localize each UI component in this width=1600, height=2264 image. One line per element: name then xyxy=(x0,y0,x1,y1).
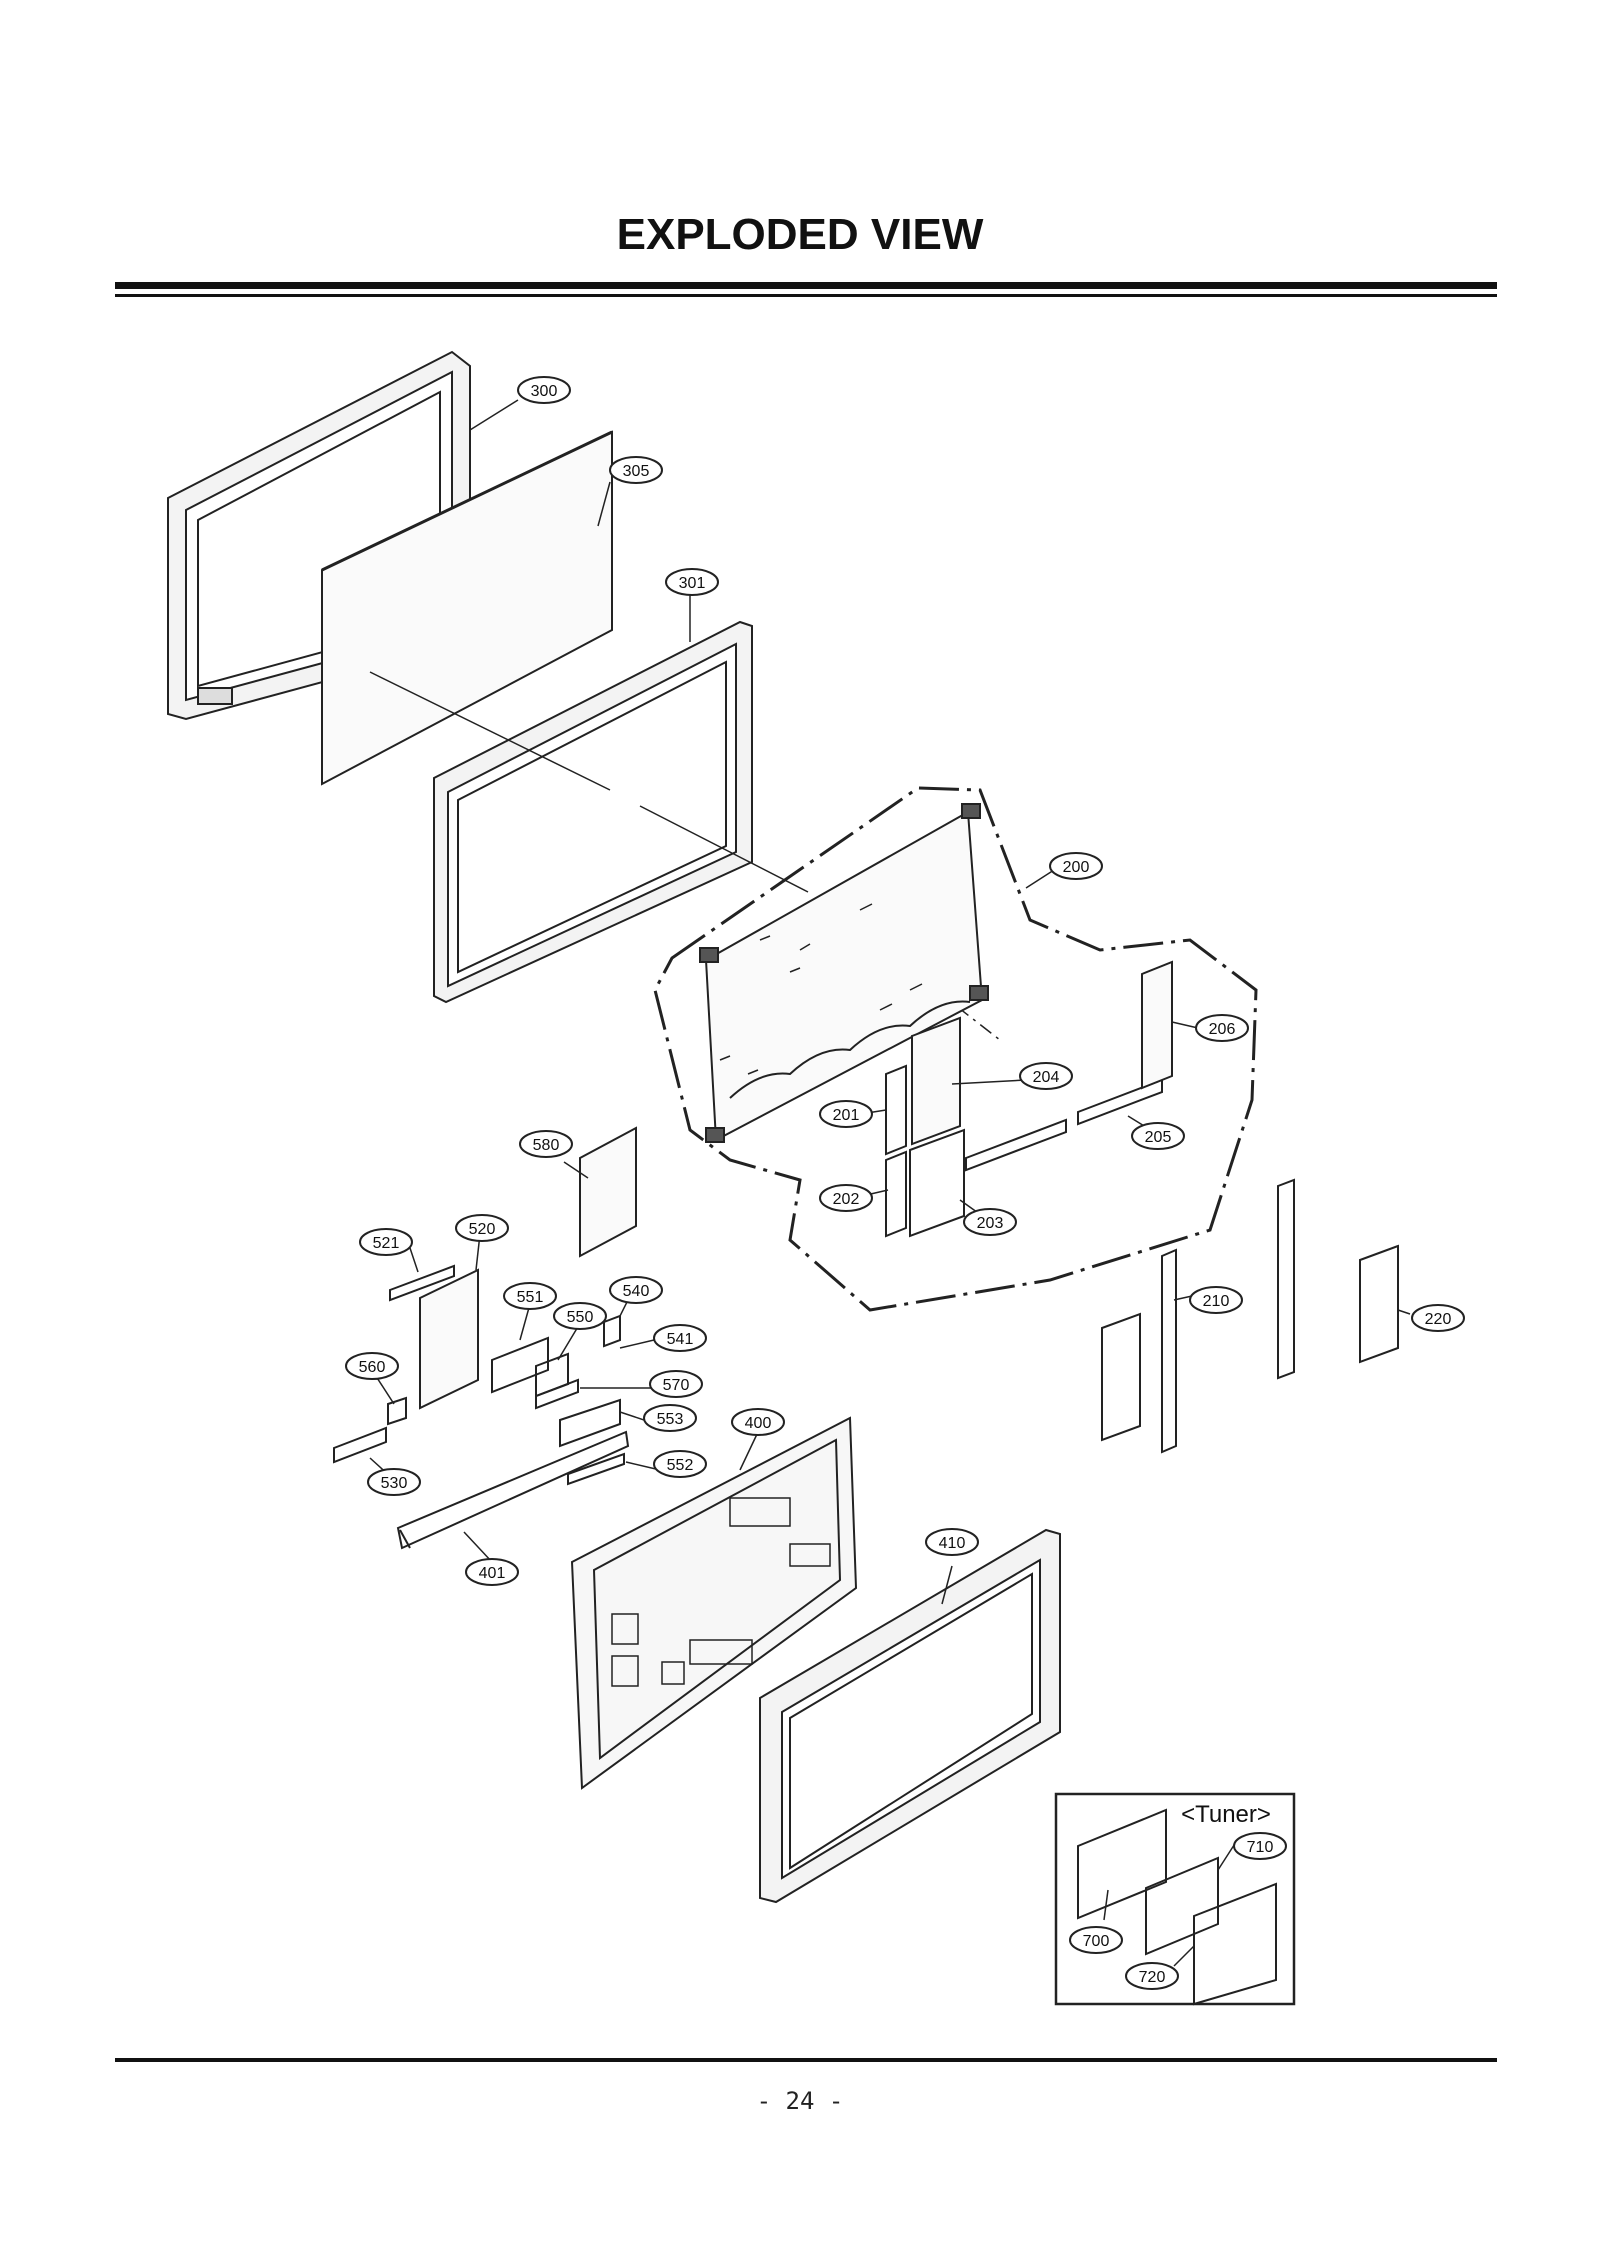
part-201-board xyxy=(885,1064,907,1156)
callout-204: 204 xyxy=(1019,1062,1073,1090)
callout-410: 410 xyxy=(925,1528,979,1556)
svg-text:305: 305 xyxy=(623,463,650,480)
part-570-board xyxy=(535,1378,579,1410)
svg-text:206: 206 xyxy=(1209,1021,1236,1038)
footer-rule xyxy=(115,2058,1497,2062)
callout-700: 700 xyxy=(1069,1926,1123,1954)
svg-text:580: 580 xyxy=(533,1137,560,1154)
callout-530: 530 xyxy=(367,1468,421,1496)
callout-201: 201 xyxy=(819,1100,873,1128)
part-410-frame xyxy=(759,1528,1061,1904)
part-210-bracket xyxy=(1101,1248,1177,1454)
header-rule-thick xyxy=(115,282,1497,289)
svg-text:530: 530 xyxy=(381,1475,408,1492)
part-560-board xyxy=(387,1396,407,1426)
part-551-board xyxy=(491,1336,549,1394)
page-title: EXPLODED VIEW xyxy=(616,210,984,259)
part-206-board xyxy=(1141,960,1173,1090)
callout-400: 400 xyxy=(731,1408,785,1436)
callout-200: 200 xyxy=(1049,852,1103,880)
callout-521: 521 xyxy=(359,1228,413,1256)
svg-text:210: 210 xyxy=(1203,1293,1230,1310)
callout-540: 540 xyxy=(609,1276,663,1304)
callout-206: 206 xyxy=(1195,1014,1249,1042)
callout-720: 720 xyxy=(1125,1962,1179,1990)
callout-552: 552 xyxy=(653,1450,707,1478)
callout-580: 580 xyxy=(519,1130,573,1158)
svg-text:401: 401 xyxy=(479,1565,506,1582)
part-202-board xyxy=(885,1150,907,1238)
callout-550: 550 xyxy=(553,1302,607,1330)
part-204-board xyxy=(911,1016,961,1146)
part-401-bracket xyxy=(396,1430,630,1550)
callout-401: 401 xyxy=(465,1558,519,1586)
svg-text:550: 550 xyxy=(567,1309,594,1326)
part-400-back-cover xyxy=(570,1416,858,1790)
svg-text:710: 710 xyxy=(1247,1839,1274,1856)
callout-553: 553 xyxy=(643,1404,697,1432)
svg-text:551: 551 xyxy=(517,1289,544,1306)
svg-text:553: 553 xyxy=(657,1411,684,1428)
callout-202: 202 xyxy=(819,1184,873,1212)
callout-203: 203 xyxy=(963,1208,1017,1236)
callout-301: 301 xyxy=(665,568,719,596)
part-530-board xyxy=(333,1426,387,1464)
svg-text:200: 200 xyxy=(1063,859,1090,876)
callout-710: 710 xyxy=(1233,1832,1287,1860)
part-580-board xyxy=(579,1126,637,1258)
svg-text:301: 301 xyxy=(679,575,706,592)
svg-text:410: 410 xyxy=(939,1535,966,1552)
callout-570: 570 xyxy=(649,1370,703,1398)
part-540-part xyxy=(603,1314,621,1348)
part-305-filter-glass xyxy=(321,430,613,786)
svg-text:540: 540 xyxy=(623,1283,650,1300)
svg-text:202: 202 xyxy=(833,1191,860,1208)
svg-text:541: 541 xyxy=(667,1331,694,1348)
callout-300: 300 xyxy=(517,376,571,404)
svg-text:201: 201 xyxy=(833,1107,860,1124)
part-301-frame xyxy=(433,620,753,1004)
callout-210: 210 xyxy=(1189,1286,1243,1314)
svg-text:204: 204 xyxy=(1033,1069,1060,1086)
svg-text:570: 570 xyxy=(663,1377,690,1394)
part-521-bracket xyxy=(389,1264,455,1302)
part-200-pdp-panel xyxy=(699,803,989,1143)
callout-520: 520 xyxy=(455,1214,509,1242)
callout-305: 305 xyxy=(609,456,663,484)
svg-text:520: 520 xyxy=(469,1221,496,1238)
page-number: - 24 - xyxy=(756,2087,844,2115)
svg-text:300: 300 xyxy=(531,383,558,400)
svg-text:220: 220 xyxy=(1425,1311,1452,1328)
callout-220: 220 xyxy=(1411,1304,1465,1332)
tuner-inset-title: <Tuner> xyxy=(1181,1801,1271,1828)
part-520-board xyxy=(419,1268,479,1410)
header-rule-thin xyxy=(115,294,1497,297)
svg-text:552: 552 xyxy=(667,1457,694,1474)
part-553-bracket xyxy=(559,1398,621,1448)
callout-560: 560 xyxy=(345,1352,399,1380)
svg-text:720: 720 xyxy=(1139,1969,1166,1986)
part-220-bracket xyxy=(1277,1178,1399,1380)
part-205-board xyxy=(1077,1078,1163,1126)
svg-text:700: 700 xyxy=(1083,1933,1110,1950)
part-552-bracket xyxy=(567,1452,625,1486)
svg-text:560: 560 xyxy=(359,1359,386,1376)
callout-541: 541 xyxy=(653,1324,707,1352)
svg-text:203: 203 xyxy=(977,1215,1004,1232)
svg-text:400: 400 xyxy=(745,1415,772,1432)
callout-205: 205 xyxy=(1131,1122,1185,1150)
svg-text:521: 521 xyxy=(373,1235,400,1252)
part-203-board xyxy=(909,1118,1067,1238)
svg-text:205: 205 xyxy=(1145,1129,1172,1146)
part-200-pdp-module-outline xyxy=(653,786,1258,1312)
callout-551: 551 xyxy=(503,1282,557,1310)
